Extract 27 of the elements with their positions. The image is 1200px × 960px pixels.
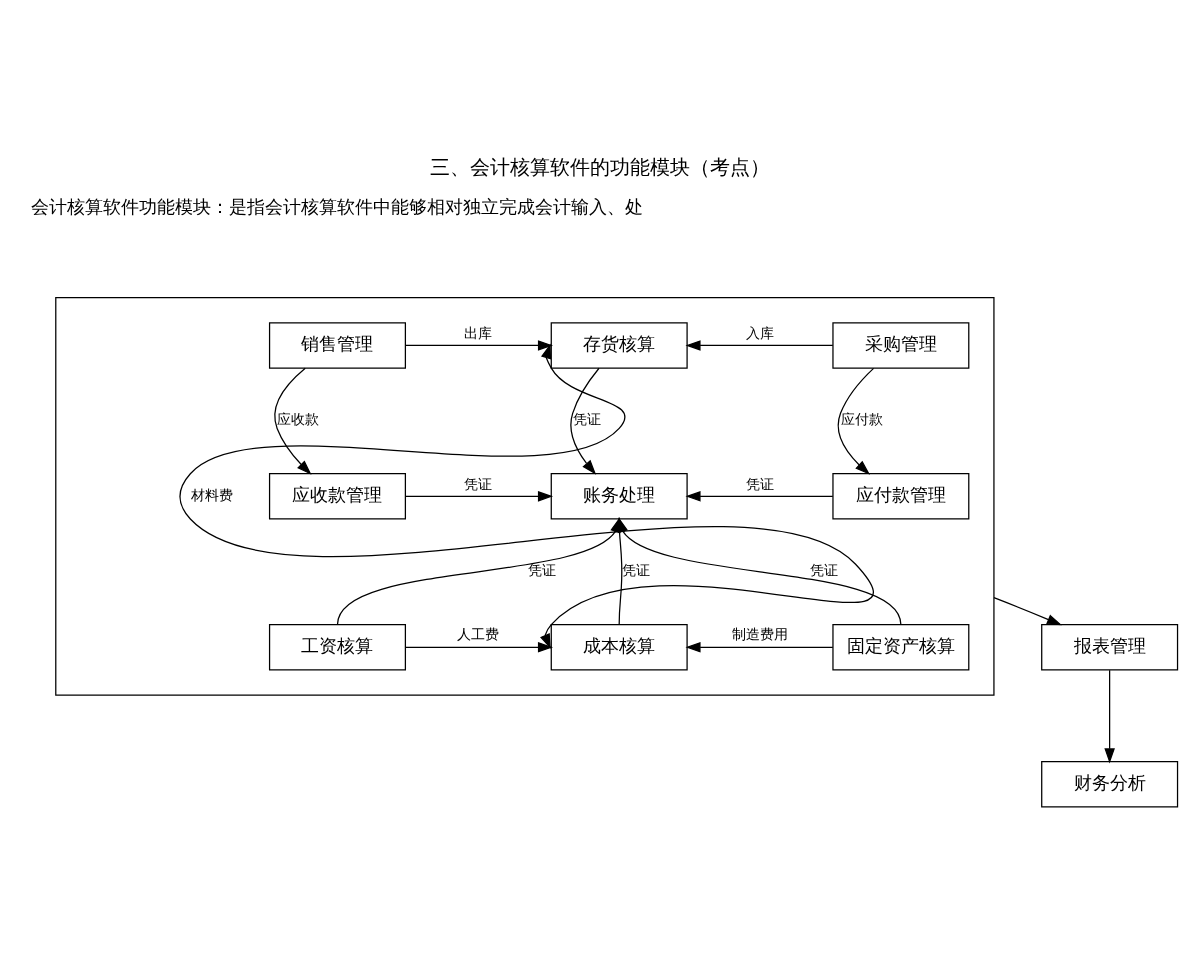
arrow (617, 517, 902, 626)
cluster (55, 297, 995, 696)
arrow (685, 641, 834, 653)
arrow (179, 343, 873, 649)
node-box: 固定资产核算 (832, 624, 970, 671)
node-box: 应收款管理 (268, 473, 406, 520)
label: 会计核算软件功能模块：是指会计核算软件中能够相对独立完成会计输入、处 (31, 199, 644, 220)
arrow (405, 340, 554, 351)
node-box: 采购管理 (832, 322, 970, 369)
arrow (1104, 669, 1115, 764)
arrow (405, 491, 554, 502)
node-box: 账务处理 (550, 473, 688, 520)
arrow (685, 491, 834, 502)
arrow (993, 597, 1062, 626)
arrow (685, 340, 834, 351)
arrow (837, 367, 875, 475)
node-box: 应付款管理 (832, 473, 970, 520)
node-box: 财务分析 (1041, 761, 1179, 808)
arrow (405, 641, 554, 653)
arrow (570, 367, 600, 475)
diagram-title: 三、会计核算软件的功能模块（考点） (430, 158, 770, 181)
node-box: 工资核算 (268, 624, 406, 671)
node-box: 成本核算 (550, 624, 688, 671)
arrow (274, 367, 312, 475)
node-box: 报表管理 (1041, 624, 1179, 671)
node-box: 销售管理 (268, 322, 406, 369)
node-box: 存货核算 (550, 322, 688, 369)
